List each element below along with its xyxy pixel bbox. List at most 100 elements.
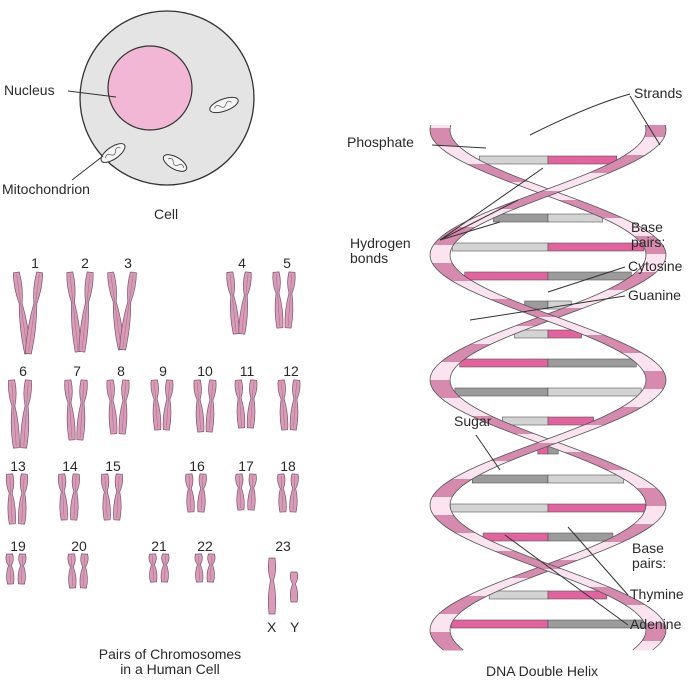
pair-number: 15 <box>105 458 121 474</box>
chromosome <box>113 473 123 521</box>
sugar-label: Sugar <box>454 413 492 429</box>
chromosome <box>17 553 27 585</box>
chromosome-pair <box>234 379 258 429</box>
chromosome-pair <box>5 473 29 525</box>
chromosome <box>64 379 76 441</box>
chromosome-karyotype <box>5 271 301 615</box>
nucleus-label: Nucleus <box>4 82 55 98</box>
chromosome-pair <box>185 473 207 513</box>
chromosomes-caption-line2: in a Human Cell <box>120 661 220 678</box>
chromosomes-caption-line1: Pairs of Chromosomes <box>98 646 242 662</box>
chromosome <box>289 473 299 513</box>
pair-number: 23 <box>275 538 291 554</box>
chromosome-pair <box>8 379 32 449</box>
chromosome-pair <box>150 379 174 431</box>
base <box>464 271 549 281</box>
chromosome <box>234 379 246 429</box>
pair-number: 2 <box>81 255 89 271</box>
base-pairs-top-label: Base pairs: <box>631 219 666 250</box>
base-pairs-bottom-label: Base pairs: <box>632 540 667 571</box>
pair-number: 14 <box>62 458 78 474</box>
mitochondrion-1 <box>209 96 239 114</box>
chromosome-pair <box>58 473 80 521</box>
chromosome-pair <box>5 553 27 585</box>
chromosome-pair <box>106 379 130 435</box>
chromosome-pair <box>235 473 257 511</box>
strands-label: Strands <box>634 85 683 101</box>
thymine-label: Thymine <box>630 586 684 602</box>
base <box>547 155 618 165</box>
pair-number: 21 <box>151 538 167 554</box>
chromosome <box>235 473 245 511</box>
pair-number: 20 <box>71 538 87 554</box>
chromosome <box>206 553 216 583</box>
base <box>451 242 549 252</box>
chromosome <box>119 271 137 351</box>
chromosome <box>24 271 44 355</box>
mitochondrion-leader <box>71 155 104 181</box>
dna-strand-front <box>429 124 667 651</box>
pair-number: 10 <box>197 363 213 379</box>
chromosome-pair <box>12 271 44 355</box>
pair-number: 13 <box>10 458 26 474</box>
chromosome-pair <box>148 553 170 583</box>
base <box>478 155 549 165</box>
chromosome <box>226 271 240 335</box>
base <box>547 242 645 252</box>
dna-double-helix <box>429 124 667 651</box>
pair-number: 9 <box>159 363 167 379</box>
chromosome <box>185 473 195 513</box>
chromosome <box>70 473 80 521</box>
base <box>547 532 614 542</box>
chromosome <box>162 379 174 431</box>
chromosome <box>150 379 162 431</box>
x-chromosome-label: X <box>267 619 277 635</box>
chromosome <box>247 473 257 511</box>
chromosome <box>148 553 158 583</box>
mitochondrion-label: Mitochondrion <box>2 181 90 197</box>
base <box>547 474 625 484</box>
pair-number: 11 <box>239 363 255 379</box>
pair-number: 1 <box>31 255 39 271</box>
chromosome <box>238 271 252 335</box>
chromosome-pair <box>64 379 88 441</box>
adenine-label: Adenine <box>630 616 682 632</box>
chromosome <box>289 379 301 431</box>
hydrogen-bonds-label: Hydrogen bonds <box>350 235 411 266</box>
pair-number: 18 <box>280 458 296 474</box>
cell-illustration <box>67 10 255 186</box>
chromosome-pair <box>194 553 216 583</box>
chromosome <box>193 379 205 433</box>
pair-number: 16 <box>189 458 205 474</box>
pair-number: 7 <box>73 363 81 379</box>
chromosome <box>246 379 258 429</box>
base <box>459 358 549 368</box>
chromosome <box>194 553 204 583</box>
chromosome <box>8 379 20 449</box>
pair-number: 5 <box>283 255 291 271</box>
chromosome <box>18 473 29 525</box>
sex-chromosomes <box>267 557 299 615</box>
chromosome <box>101 473 111 521</box>
chromosome <box>76 379 88 441</box>
mitochondrion-2 <box>100 143 126 163</box>
y-chromosome-label: Y <box>290 619 300 635</box>
base <box>547 387 642 397</box>
base <box>493 213 549 223</box>
pair-number: 3 <box>124 255 132 271</box>
base <box>450 503 549 513</box>
chromosome-pair <box>66 271 94 353</box>
chromosome <box>284 271 296 329</box>
y-chromosome <box>289 571 299 603</box>
chromosome <box>20 379 32 449</box>
cytosine-label: Cytosine <box>628 258 683 274</box>
pair-number: 8 <box>117 363 125 379</box>
base-pair-rungs <box>450 155 646 629</box>
chromosome <box>197 473 207 513</box>
chromosome <box>5 473 16 525</box>
chromosome <box>277 379 289 431</box>
phosphate-label: Phosphate <box>347 134 414 150</box>
base <box>482 532 549 542</box>
chromosome <box>160 553 170 583</box>
